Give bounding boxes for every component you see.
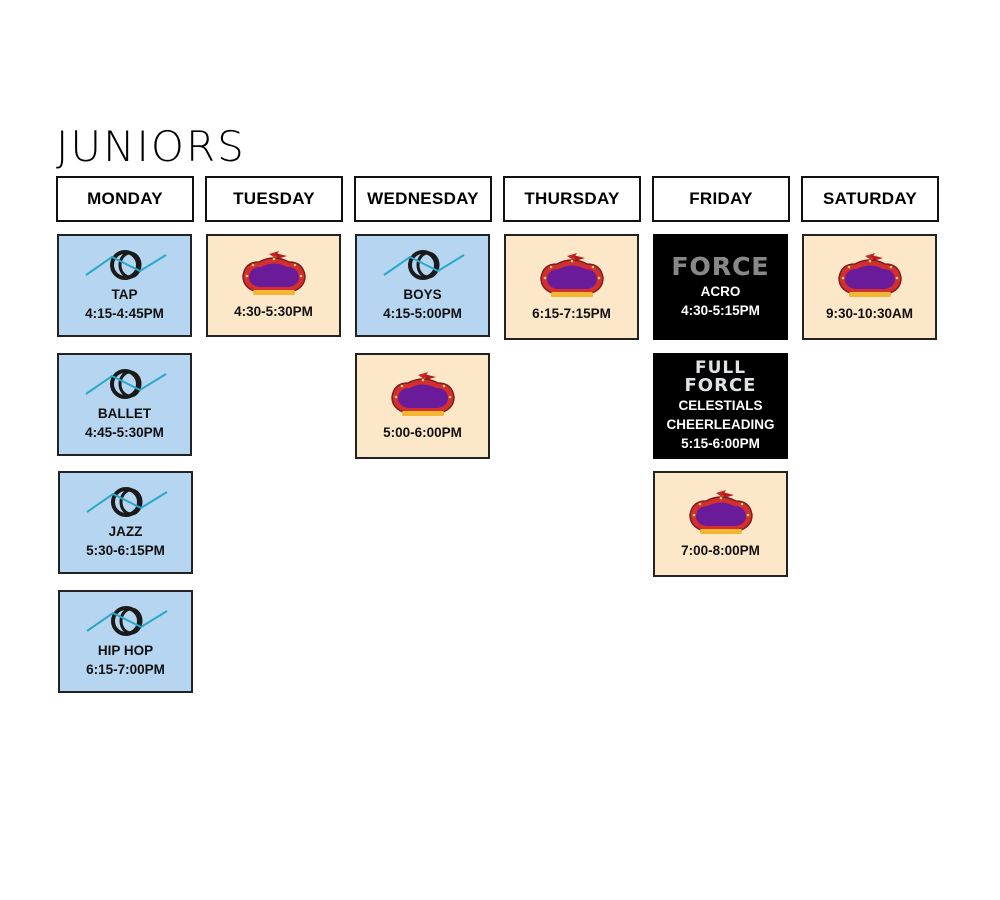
class-time: 6:15-7:00PM — [86, 661, 165, 677]
class-card-saturday-1[interactable]: 9:30-10:30AM — [802, 234, 937, 340]
dance-cirque-logo-icon — [537, 252, 607, 300]
class-time: 4:15-4:45PM — [85, 305, 164, 321]
class-card-friday-3[interactable]: 7:00-8:00PM — [653, 471, 788, 577]
class-card-friday-acro[interactable]: FORCE ACRO 4:30-5:15PM — [653, 234, 788, 340]
off-centre-logo-icon — [83, 486, 169, 520]
off-centre-logo-icon — [380, 249, 466, 283]
class-card-friday-celestials[interactable]: FULL FORCE CELESTIALS CHEERLEADING 5:15-… — [653, 353, 788, 459]
class-time: 9:30-10:30AM — [825, 305, 914, 321]
class-card-wednesday-boys[interactable]: BOYS 4:15-5:00PM — [355, 234, 490, 337]
class-name-line-1: CELESTIALS — [678, 397, 763, 413]
class-time: 6:15-7:15PM — [532, 305, 611, 321]
class-time: 4:30-5:30PM — [234, 304, 313, 319]
dance-cirque-logo-icon — [239, 250, 309, 298]
class-card-monday-ballet[interactable]: BALLET 4:45-5:30PM — [57, 353, 192, 456]
class-name-line-2: CHEERLEADING — [666, 416, 775, 432]
class-time: 4:15-5:00PM — [383, 305, 462, 321]
dance-cirque-logo-icon — [686, 489, 756, 537]
day-header-thursday: THURSDAY — [503, 176, 641, 222]
force-logo-icon: FORCE — [671, 252, 770, 281]
class-time: 4:45-5:30PM — [85, 424, 164, 440]
dance-cirque-logo-icon — [388, 371, 458, 419]
class-time: 5:00-6:00PM — [383, 424, 462, 440]
class-name: BALLET — [97, 405, 152, 421]
class-name: JAZZ — [108, 523, 143, 539]
day-header-friday: FRIDAY — [652, 176, 790, 222]
class-name: TAP — [111, 286, 138, 302]
class-name: ACRO — [700, 284, 741, 299]
class-card-monday-hip-hop[interactable]: HIP HOP 6:15-7:00PM — [58, 590, 193, 693]
class-time: 5:30-6:15PM — [86, 542, 165, 558]
day-header-monday: MONDAY — [56, 176, 194, 222]
class-time: 4:30-5:15PM — [681, 303, 760, 318]
class-card-monday-tap[interactable]: TAP 4:15-4:45PM — [57, 234, 192, 337]
day-header-saturday: SATURDAY — [801, 176, 939, 222]
class-card-monday-jazz[interactable]: JAZZ 5:30-6:15PM — [58, 471, 193, 574]
page-title: JUNIORS — [56, 122, 246, 171]
off-centre-logo-icon — [83, 605, 169, 639]
class-time: 5:15-6:00PM — [681, 435, 760, 451]
off-centre-logo-icon — [82, 368, 168, 402]
class-name: BOYS — [403, 286, 442, 302]
class-card-wednesday-2[interactable]: 5:00-6:00PM — [355, 353, 490, 459]
class-card-thursday-1[interactable]: 6:15-7:15PM — [504, 234, 639, 340]
class-card-tuesday-1[interactable]: 4:30-5:30PM — [206, 234, 341, 337]
dance-cirque-logo-icon — [835, 252, 905, 300]
class-time: 7:00-8:00PM — [681, 542, 760, 558]
full-force-logo-icon: FULL FORCE — [684, 357, 757, 396]
day-header-wednesday: WEDNESDAY — [354, 176, 492, 222]
off-centre-logo-icon — [82, 249, 168, 283]
day-header-tuesday: TUESDAY — [205, 176, 343, 222]
class-name: HIP HOP — [97, 642, 154, 658]
